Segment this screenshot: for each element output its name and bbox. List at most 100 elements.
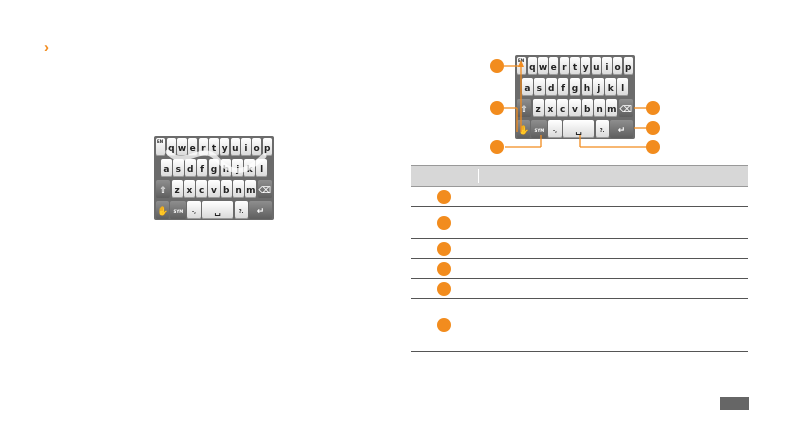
keyboard-key: h: [581, 78, 593, 96]
keyboard-key-label: b: [223, 185, 230, 196]
keyboard-key: b: [581, 99, 593, 117]
keyboard-key-label: u: [593, 62, 600, 73]
keyboard-key: e: [548, 57, 559, 75]
keyboard-key: w: [538, 57, 548, 75]
keyboard-key: n: [594, 99, 606, 117]
keyboard-key: o: [612, 57, 623, 75]
keyboard-key: r: [198, 138, 209, 156]
keyboard-key: m: [245, 180, 257, 198]
keyboard-key-label: y: [582, 62, 589, 73]
keyboard-key-label: ⇧: [520, 104, 528, 115]
keyboard-key: x: [544, 99, 556, 117]
keyboard-key-label: i: [605, 62, 609, 73]
keyboard-key-label: c: [199, 185, 205, 196]
keyboard-key: q: [166, 138, 177, 156]
keyboard-key-label: t: [211, 143, 217, 154]
keyboard-key-label: ␣: [214, 206, 221, 217]
keyboard-key-label: y: [221, 143, 228, 154]
keyboard-key: d: [184, 159, 196, 177]
keyboard-key-label: d: [186, 164, 194, 175]
keyboard-key-label: w: [538, 62, 548, 73]
keyboard-key: t: [570, 57, 580, 75]
keyboard-key: u: [591, 57, 602, 75]
keyboard-key-label: v: [211, 185, 217, 196]
keyboard-key: ✋: [156, 201, 170, 219]
keyboard-key: -,: [548, 120, 562, 138]
keyboard-key-label: -,: [553, 127, 558, 134]
keyboard-key-label: s: [536, 83, 542, 94]
keyboard-key: ?.: [595, 120, 609, 138]
keyboard-key-label: v: [572, 104, 578, 115]
keyboard-key-label: p: [264, 143, 271, 154]
keyboard-key: d: [545, 78, 557, 96]
keyboard-key-label: j: [597, 83, 601, 94]
table-row: [411, 259, 748, 279]
keyboard-key: a: [161, 159, 172, 177]
keyboard-key-label: z: [535, 104, 541, 115]
table-row: [411, 207, 748, 239]
keyboard-key-label: SYM: [173, 209, 184, 214]
callout-marker-6: [646, 140, 660, 154]
table-row: [411, 299, 748, 352]
keyboard-key-label: i: [244, 143, 248, 154]
keyboard-key: e: [187, 138, 198, 156]
keyboard-key-label: x: [547, 104, 554, 115]
keyboard-key: o: [251, 138, 262, 156]
keyboard-key: n: [233, 180, 245, 198]
keyboard-key: c: [196, 180, 208, 198]
keyboard-key: w: [177, 138, 187, 156]
keyboard-key: v: [569, 99, 581, 117]
keyboard-key: r: [559, 57, 570, 75]
swipe-trail-icon: [165, 149, 267, 173]
keyboard-key-label: a: [163, 164, 170, 175]
keyboard-key: f: [196, 159, 208, 177]
keyboard-key: m: [606, 99, 618, 117]
keyboard-key-label: o: [253, 143, 260, 154]
keyboard-key: ↵: [610, 120, 633, 138]
keyboard-key-label: EN: [157, 139, 164, 144]
keyboard-key-label: ?.: [238, 208, 244, 215]
callout-number-icon: [437, 261, 451, 276]
keyboard-key-label: f: [561, 83, 566, 94]
keyboard-key-label: f: [200, 164, 205, 175]
keyboard-key-label: n: [596, 104, 603, 115]
callout-marker-2: [490, 101, 504, 115]
callout-number-icon: [437, 215, 451, 230]
header-divider: [478, 169, 479, 183]
keyboard-key-label: l: [621, 83, 625, 94]
keyboard-key-label: q: [168, 143, 175, 154]
keyboard-key-label: o: [614, 62, 621, 73]
callout-number-icon: [437, 189, 451, 204]
keyboard-key-label: ↵: [617, 125, 626, 136]
keyboard-key: -,: [187, 201, 201, 219]
keyboard-key: SYM: [531, 120, 548, 138]
keyboard-key: s: [172, 159, 184, 177]
keyboard-key-label: SYM: [534, 128, 545, 133]
keyboard-key-label: u: [232, 143, 239, 154]
table-row: [411, 279, 748, 299]
keyboard-key-label: r: [562, 62, 567, 73]
keyboard-key-label: x: [186, 185, 193, 196]
keyboard-key: k: [605, 78, 617, 96]
keyboard-key: l: [256, 159, 267, 177]
keyboard-key: t: [209, 138, 219, 156]
page-number-badge: [720, 397, 749, 410]
keyboard-key-label: m: [607, 104, 617, 115]
callout-marker-5: [646, 121, 660, 135]
keyboard-key: ⌫: [257, 180, 272, 198]
keyboard-key-label: m: [246, 185, 256, 196]
keyboard-key-label: t: [572, 62, 578, 73]
keyboard-key-label: ↵: [256, 206, 265, 217]
keyboard-key: u: [230, 138, 241, 156]
keyboard-key-label: ␣: [575, 125, 582, 136]
keyboard-key: j: [593, 78, 605, 96]
keyboard-key-label: n: [235, 185, 242, 196]
keyboard-key: z: [532, 99, 544, 117]
keyboard-key: ?.: [234, 201, 248, 219]
keyboard-key: i: [602, 57, 612, 75]
keyboard-key: f: [557, 78, 569, 96]
keyboard-key: v: [208, 180, 220, 198]
keyboard-key: l: [617, 78, 628, 96]
